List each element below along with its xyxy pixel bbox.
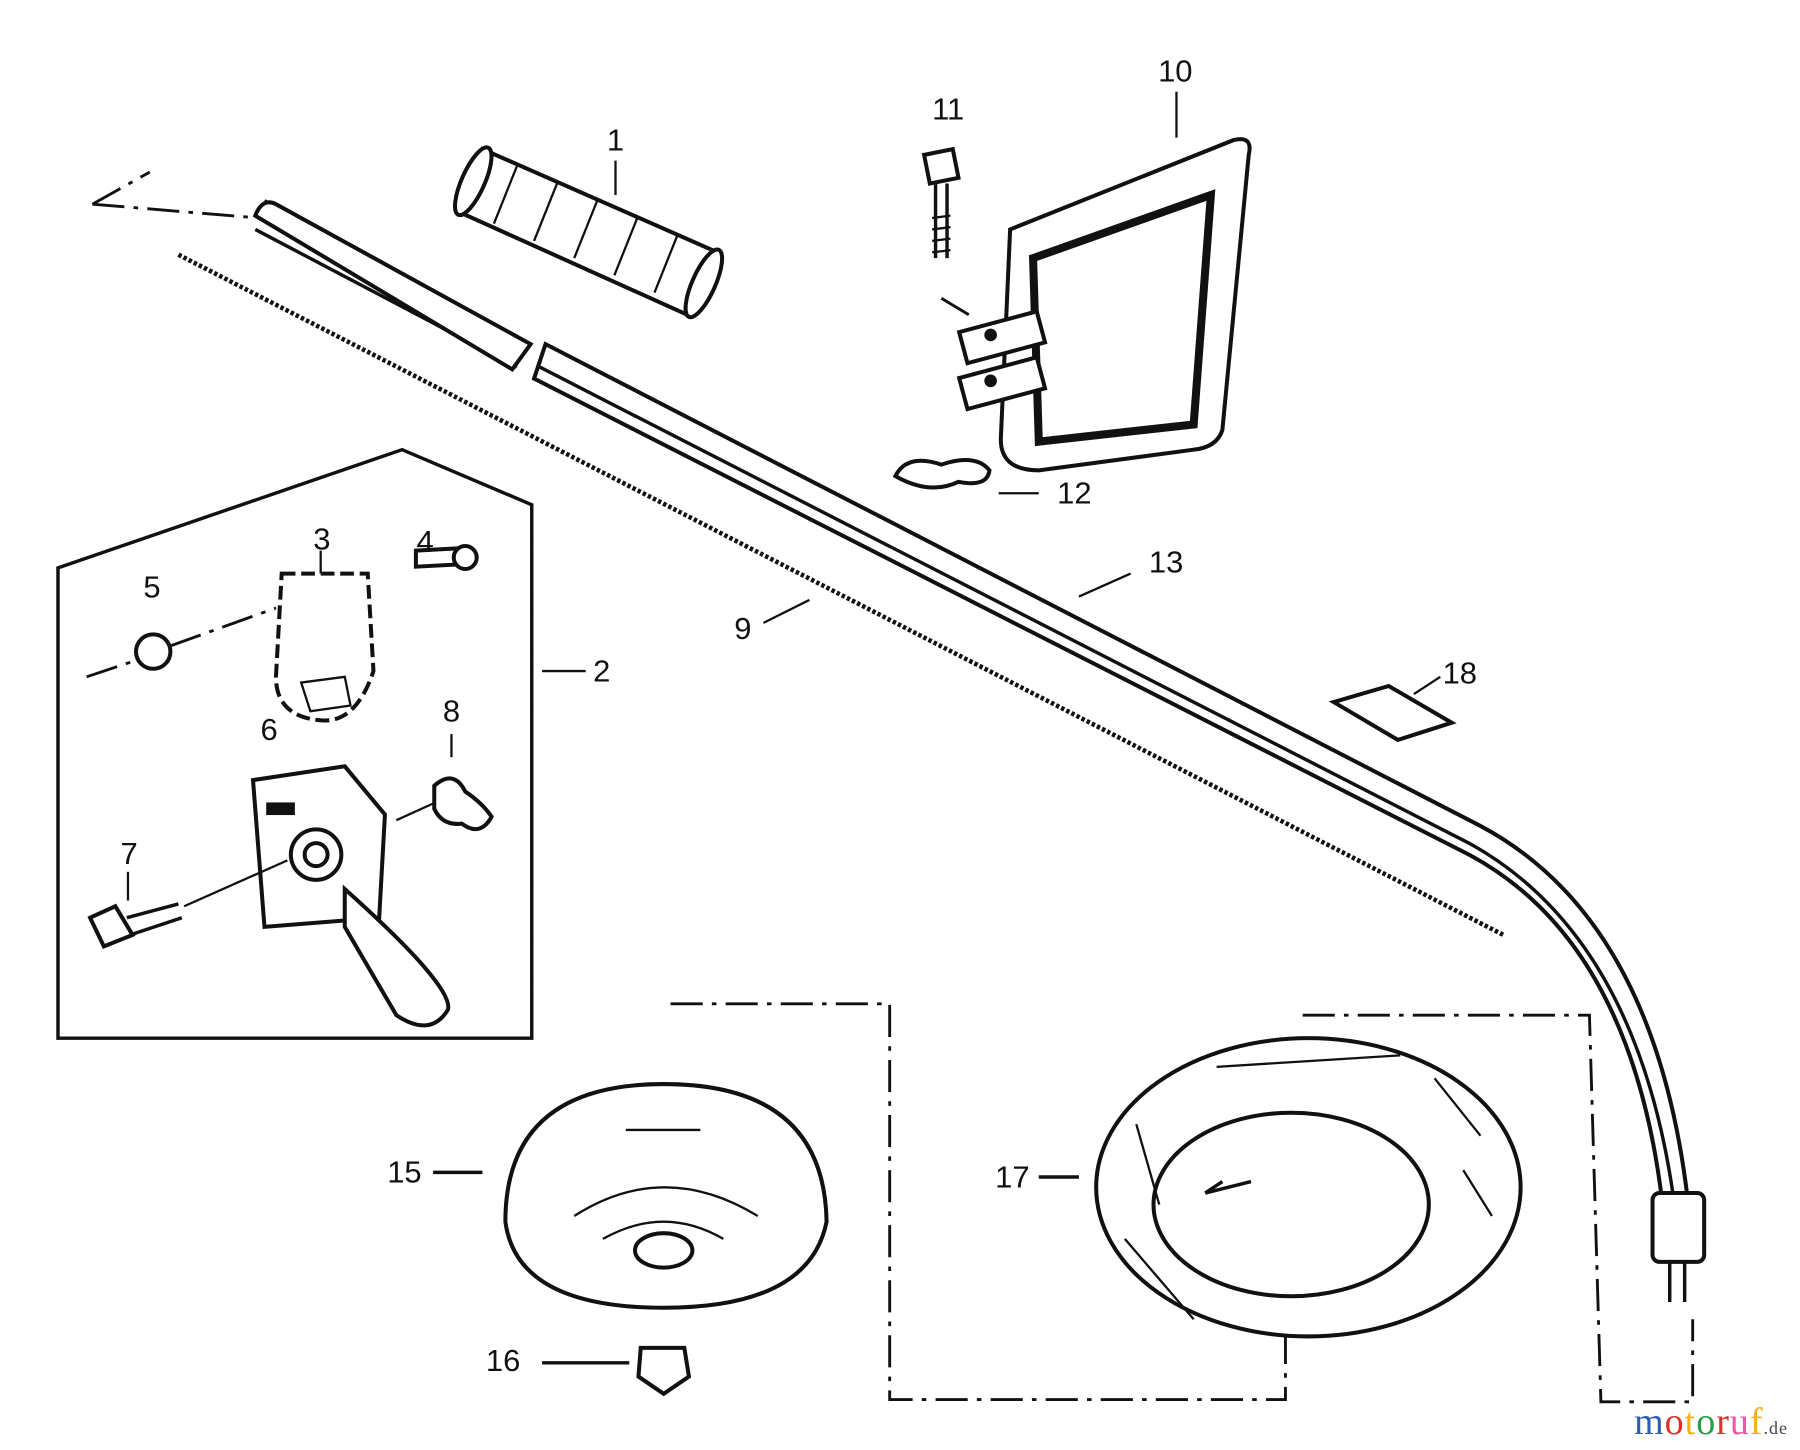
nut [133,632,173,671]
assembly-box [56,447,534,1040]
callout-5: 5 [143,570,160,605]
watermark-letter: o [1696,1401,1717,1443]
watermark-text: motoruf [1634,1401,1763,1443]
watermark-letter: m [1634,1401,1665,1443]
callout-9: 9 [734,611,751,646]
callout-1: 1 [607,122,624,157]
callout-6: 6 [260,712,277,747]
callout-2: 2 [593,653,610,688]
flex-cable [177,252,1505,937]
watermark-letter: u [1729,1401,1750,1443]
callout-3: 3 [313,521,330,556]
decal [1328,683,1457,743]
watermark-letter: r [1716,1401,1730,1443]
drive-tube [252,199,1707,1303]
callout-15: 15 [387,1155,421,1190]
handle [956,137,1252,473]
clamp-bracket [273,550,376,723]
callout-10: 10 [1158,53,1192,88]
watermark-suffix: .de [1763,1418,1788,1438]
callout-4: 4 [416,524,433,559]
spool-cup [433,1082,829,1310]
watermark-letter: t [1684,1401,1697,1443]
screw-bolt [87,859,288,949]
throttle-housing [250,764,451,1028]
grip [453,145,725,320]
watermark-letter: f [1749,1401,1764,1443]
watermark-logo: motoruf.de [1634,1400,1788,1444]
callout-7: 7 [120,836,137,871]
wing-nut [892,458,992,490]
callout-16: 16 [486,1343,520,1378]
watermark-letter: o [1664,1401,1685,1443]
callout-17: 17 [995,1159,1029,1194]
callout-11: 11 [932,91,964,126]
callout-8: 8 [443,694,460,729]
bolt [921,146,971,317]
callout-13: 13 [1149,544,1183,579]
callout-12: 12 [1057,476,1091,511]
spool-nut [636,1345,692,1397]
callout-18: 18 [1443,656,1477,691]
deflector-shield [1038,1036,1523,1339]
wing-screw [432,776,494,832]
